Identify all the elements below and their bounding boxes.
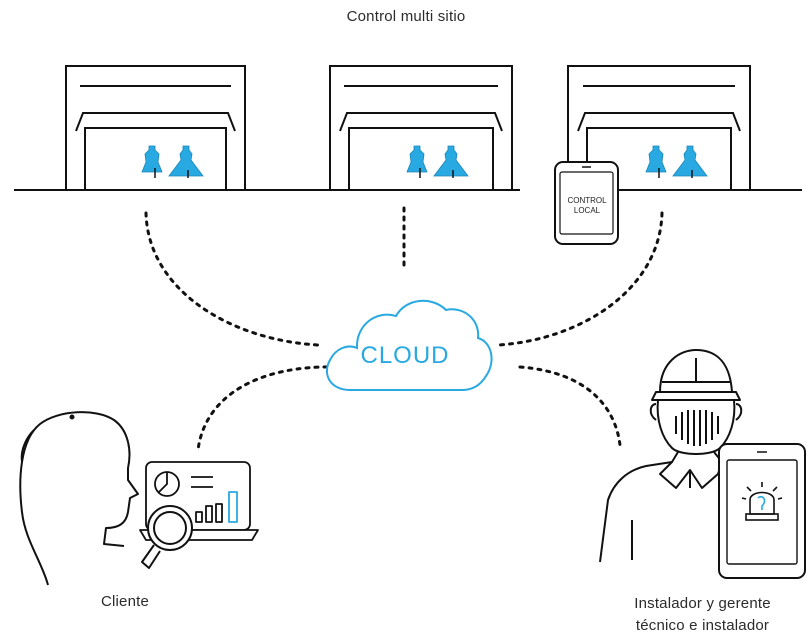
- control-local-label: CONTROL LOCAL: [558, 196, 616, 216]
- diagram-title: Control multi sitio: [346, 8, 466, 25]
- alarm-beacon-icon: [741, 482, 783, 521]
- magnifier-icon: [141, 505, 193, 569]
- alarm-tablet-icon: [718, 443, 806, 579]
- control-local-line-2: LOCAL: [573, 206, 601, 215]
- store-1: [65, 65, 246, 191]
- store-2: [329, 65, 513, 191]
- installer-label-line-2: técnico e instalador: [635, 617, 770, 634]
- cloud-icon: [325, 299, 493, 391]
- cloud-label: CLOUD: [360, 342, 450, 369]
- installer-label: Instalador y gerente técnico e instalado…: [595, 593, 810, 637]
- client-person-icon: [19, 411, 139, 586]
- installer-label-line-1: Instalador y gerente: [634, 595, 771, 612]
- client-label: Cliente: [100, 593, 150, 610]
- connection-lines: [144, 206, 664, 452]
- control-local-phone: [554, 161, 619, 245]
- control-local-line-1: CONTROL: [567, 196, 607, 205]
- installer-person-icon: [599, 349, 743, 563]
